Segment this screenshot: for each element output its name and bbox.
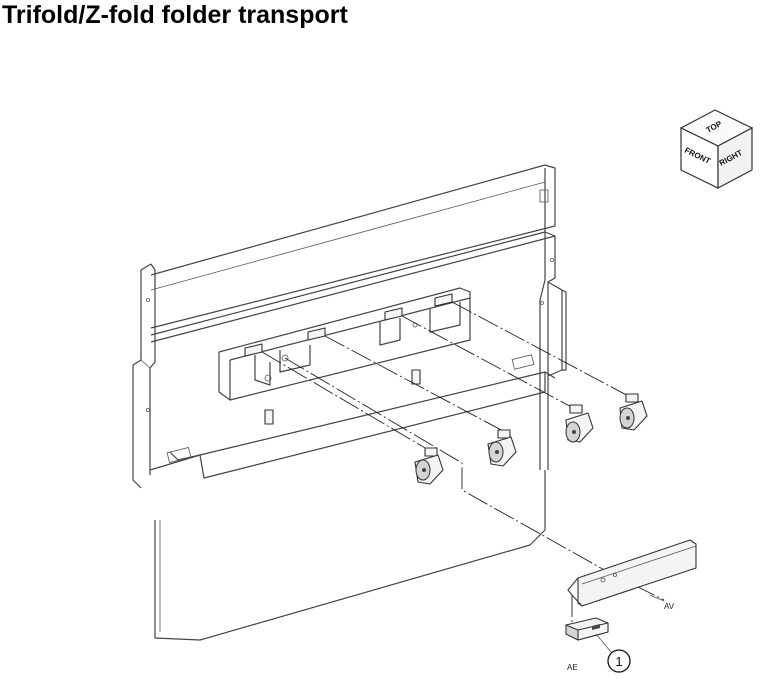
item-number-circle xyxy=(607,649,631,673)
upper-bracket xyxy=(218,287,471,425)
guide-roller-4 xyxy=(619,393,648,431)
callout-ae: AE xyxy=(567,663,578,672)
item-number-label: 1 xyxy=(615,654,622,669)
part-ae-sensor xyxy=(565,617,609,641)
guide-roller-1 xyxy=(414,447,444,485)
bracket-av xyxy=(567,539,697,607)
callout-item-1: 1 xyxy=(595,633,631,673)
page-title: Trifold/Z-fold folder transport xyxy=(2,1,348,29)
callout-av: AV xyxy=(649,594,675,611)
callout-ae-label: AE xyxy=(567,663,578,672)
guide-roller-2 xyxy=(487,429,517,467)
transport-frame xyxy=(132,164,567,641)
callout-av-label: AV xyxy=(664,602,675,611)
leader-lines xyxy=(261,301,665,622)
guide-roller-3 xyxy=(565,404,594,443)
orientation-cube: TOP FRONT RIGHT xyxy=(679,109,754,189)
